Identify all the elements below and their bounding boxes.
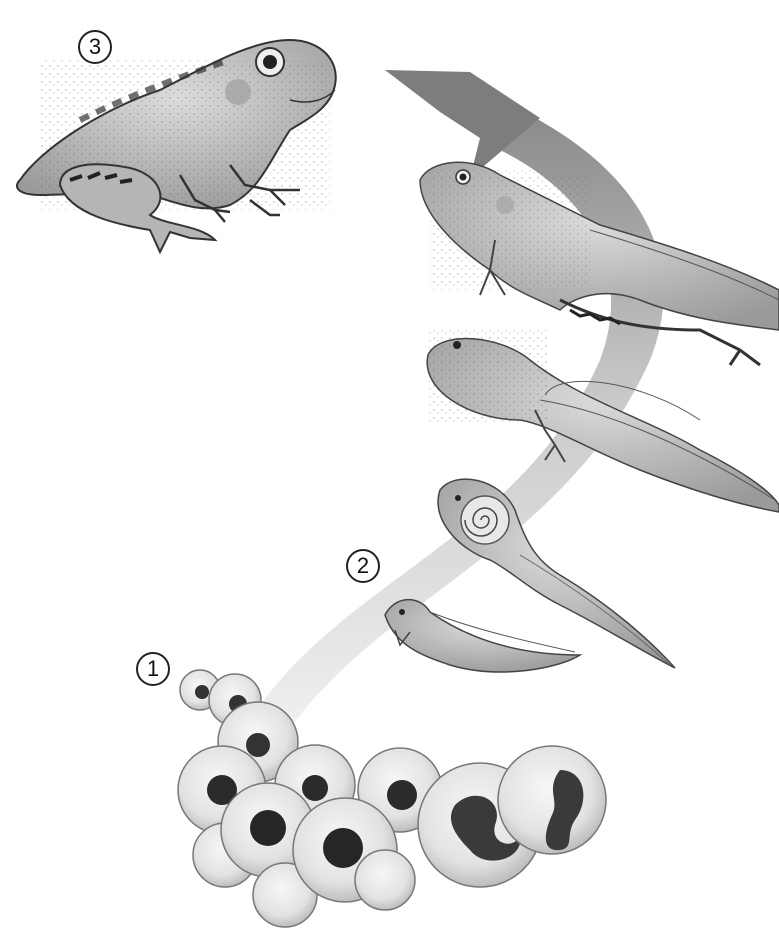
stage-label-1: 1 <box>136 652 170 686</box>
adult-frog-icon <box>17 40 336 252</box>
stage-label-2: 2 <box>346 549 380 583</box>
stage-label-3: 3 <box>78 30 112 64</box>
hatchling-icon <box>385 600 580 672</box>
eggs-cluster-icon <box>178 670 606 927</box>
